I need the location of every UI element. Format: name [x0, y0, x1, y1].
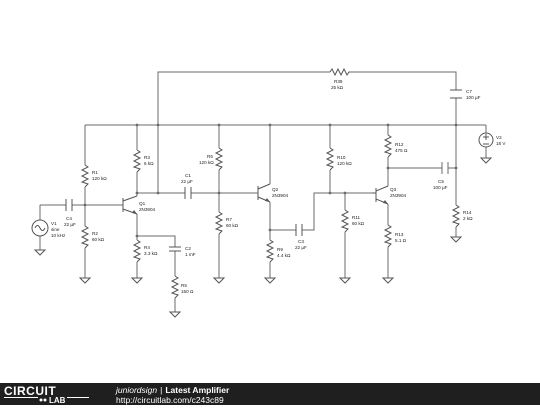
resistor-R7[interactable]: R7 60 kΩ — [214, 211, 239, 235]
svg-text:Q2: Q2 — [272, 187, 279, 192]
svg-text:22 µF: 22 µF — [64, 222, 76, 227]
svg-text:C7: C7 — [466, 89, 472, 94]
svg-text:5.1 Ω: 5.1 Ω — [395, 238, 407, 243]
svg-text:R14: R14 — [463, 210, 472, 215]
svg-text:R2: R2 — [92, 231, 98, 236]
svg-text:25 kΩ: 25 kΩ — [331, 85, 344, 90]
svg-text:120 kΩ: 120 kΩ — [337, 161, 352, 166]
svg-text:CIRCUIT: CIRCUIT — [4, 384, 56, 398]
resistor-R6[interactable]: R6 120 kΩ — [199, 147, 224, 171]
resistor-R4[interactable]: R4 3.3 kΩ — [132, 239, 158, 263]
junction-dots — [83, 123, 458, 238]
svg-text:6 kΩ: 6 kΩ — [144, 161, 154, 166]
svg-text:120 kΩ: 120 kΩ — [199, 160, 214, 165]
svg-text:60 kΩ: 60 kΩ — [92, 237, 105, 242]
svg-text:R6: R6 — [207, 154, 213, 159]
circuitlab-logo[interactable]: CIRCUIT LAB — [3, 384, 95, 405]
capacitor-C4[interactable]: C4 22 µF — [64, 199, 76, 227]
svg-text:R4: R4 — [144, 245, 150, 250]
svg-text:R1: R1 — [92, 170, 98, 175]
resistor-R10[interactable]: R10 120 kΩ — [325, 147, 352, 171]
svg-text:R5: R5 — [181, 283, 187, 288]
footer-title-line: juniordsign|Latest Amplifier — [116, 385, 229, 395]
svg-text:R10: R10 — [337, 155, 346, 160]
source-V2[interactable]: V2 18 V — [478, 132, 506, 148]
capacitor-C1[interactable]: C1 22 µF — [181, 173, 193, 199]
svg-text:Q3: Q3 — [390, 187, 397, 192]
resistor-R11[interactable]: R11 60 kΩ — [340, 209, 365, 233]
circuit-title: Latest Amplifier — [165, 385, 230, 395]
svg-text:2N3904: 2N3904 — [272, 193, 289, 198]
svg-text:V1: V1 — [51, 221, 57, 226]
svg-text:120 kΩ: 120 kΩ — [92, 176, 107, 181]
svg-text:2N3904: 2N3904 — [390, 193, 407, 198]
footer-bar: CIRCUIT LAB juniordsign|Latest Amplifier… — [0, 383, 540, 405]
svg-text:22 µF: 22 µF — [181, 179, 193, 184]
svg-text:1 mF: 1 mF — [185, 252, 196, 257]
svg-text:60 kΩ: 60 kΩ — [226, 223, 239, 228]
footer-separator: | — [160, 385, 163, 395]
wires — [39, 71, 487, 312]
schematic: R1 120 kΩ R2 60 kΩ R3 6 kΩ R4 3.3 kΩ R5 … — [31, 67, 506, 318]
svg-text:2 kΩ: 2 kΩ — [463, 216, 473, 221]
capacitor-C5[interactable]: C5 100 µF — [433, 179, 448, 190]
svg-text:R13: R13 — [395, 232, 404, 237]
svg-text:4.4 kΩ: 4.4 kΩ — [277, 253, 291, 258]
transistor-Q3[interactable]: Q3 2N3904 — [372, 185, 407, 205]
svg-text:Q1: Q1 — [139, 201, 146, 206]
svg-text:C2: C2 — [185, 246, 191, 251]
svg-text:R12: R12 — [395, 142, 404, 147]
resistor-R12[interactable]: R12 475 Ω — [383, 134, 408, 158]
svg-text:100 µF: 100 µF — [433, 185, 448, 190]
resistor-R14[interactable]: R14 2 kΩ — [451, 204, 473, 228]
capacitor-C2[interactable]: C2 1 mF — [169, 246, 196, 257]
svg-text:3.3 kΩ: 3.3 kΩ — [144, 251, 158, 256]
resistor-R1[interactable]: R1 120 kΩ — [80, 164, 107, 188]
svg-text:sine: sine — [51, 227, 60, 232]
circuit-url[interactable]: http://circuitlab.com/c243c89 — [116, 395, 224, 405]
svg-text:60 kΩ: 60 kΩ — [352, 221, 365, 226]
transistor-Q2[interactable]: Q2 2N3904 — [257, 183, 289, 203]
resistor-R13[interactable]: R13 5.1 Ω — [383, 224, 407, 248]
svg-text:150 Ω: 150 Ω — [181, 289, 194, 294]
resistor-R3[interactable]: R3 6 kΩ — [132, 149, 154, 173]
svg-text:R9: R9 — [277, 247, 283, 252]
svg-text:C1: C1 — [185, 173, 191, 178]
svg-text:100 µF: 100 µF — [466, 95, 481, 100]
resistor-R9[interactable]: R9 4.4 kΩ — [265, 239, 291, 263]
svg-text:C4: C4 — [66, 216, 72, 221]
svg-text:2N3904: 2N3904 — [139, 207, 156, 212]
svg-text:R3: R3 — [144, 155, 150, 160]
svg-text:LAB: LAB — [49, 396, 66, 404]
ground-icons — [33, 157, 493, 318]
svg-text:V2: V2 — [496, 135, 502, 140]
svg-text:C5: C5 — [438, 179, 444, 184]
source-V1[interactable]: V1 sine 10 kHz — [31, 219, 66, 238]
capacitor-C7[interactable]: C7 100 µF — [450, 89, 481, 100]
svg-text:R11: R11 — [352, 215, 361, 220]
transistor-Q1[interactable]: Q1 2N3904 — [122, 195, 156, 215]
svg-text:475 Ω: 475 Ω — [395, 148, 408, 153]
svg-text:10 kHz: 10 kHz — [51, 233, 66, 238]
svg-text:C3: C3 — [298, 239, 304, 244]
svg-text:22 µF: 22 µF — [295, 245, 307, 250]
resistor-R39[interactable]: R39 25 kΩ — [329, 67, 350, 90]
svg-text:R7: R7 — [226, 217, 232, 222]
svg-text:R39: R39 — [334, 79, 343, 84]
author-link[interactable]: juniordsign — [116, 385, 158, 395]
resistor-R5[interactable]: R5 150 Ω — [170, 275, 194, 299]
resistor-R2[interactable]: R2 60 kΩ — [80, 225, 105, 249]
capacitor-C3[interactable]: C3 22 µF — [295, 224, 307, 250]
svg-text:18 V: 18 V — [496, 141, 506, 146]
